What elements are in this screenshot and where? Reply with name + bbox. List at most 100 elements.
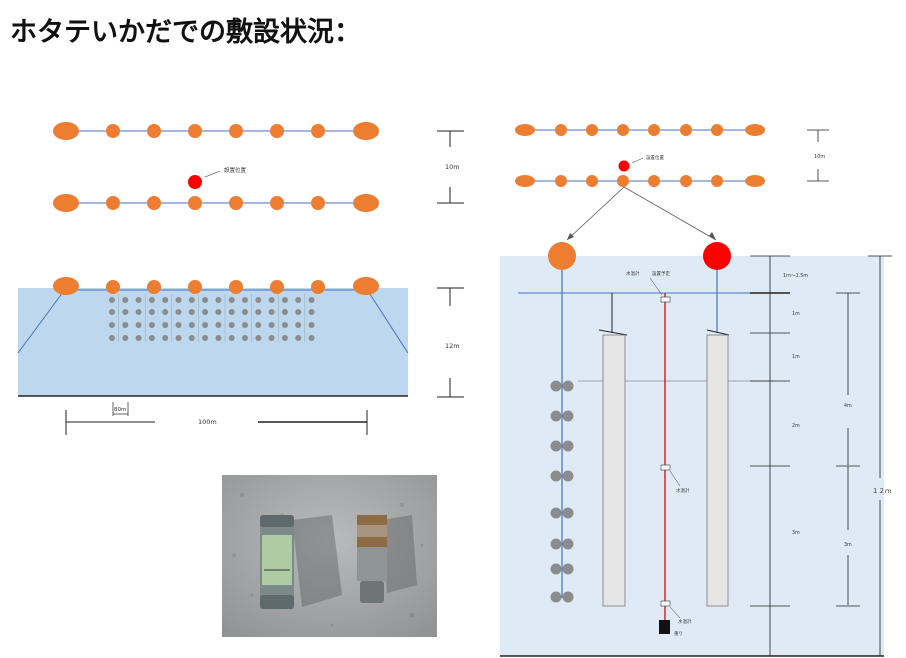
float	[106, 196, 120, 210]
outer-label-1: 3m	[844, 542, 852, 548]
thermometer-bottom	[660, 600, 671, 607]
scallop-cage	[562, 410, 574, 422]
float	[648, 124, 660, 136]
scallop-dot	[268, 297, 275, 303]
scallop-cage	[562, 470, 574, 482]
scallop-dot	[175, 309, 182, 315]
instrument-photo-drawing	[222, 475, 437, 637]
scallop-dot	[109, 309, 115, 315]
scallop-dot	[188, 297, 195, 303]
float	[188, 280, 202, 294]
scallop-dot	[242, 335, 248, 341]
scallop-dot	[295, 322, 302, 328]
scallop-cage	[562, 507, 574, 519]
total-depth-label: １２ｍ	[872, 487, 892, 495]
float	[711, 175, 723, 187]
float	[147, 124, 161, 138]
float	[106, 280, 120, 294]
scallop-dot	[135, 297, 142, 303]
depth-label: 12m	[445, 342, 460, 350]
scallop-dot	[202, 309, 209, 315]
float	[311, 196, 325, 210]
weight-label: 重り	[674, 630, 683, 637]
scallop-dot	[295, 335, 302, 341]
scallop-dot	[242, 322, 248, 328]
scallop-cage	[550, 538, 562, 550]
float	[147, 196, 161, 210]
left-section-view: 12m 100m 80m	[17, 277, 464, 435]
weight	[659, 620, 670, 634]
float	[617, 175, 629, 187]
float	[680, 175, 692, 187]
width-label: 100m	[198, 418, 217, 426]
float	[311, 124, 325, 138]
seg-label-4: 3m	[792, 530, 800, 536]
scallop-cages	[550, 380, 574, 603]
float	[617, 124, 629, 136]
scallop-dot	[148, 322, 155, 328]
outer-label-0: 4m	[844, 403, 852, 409]
pillar-right	[706, 334, 729, 607]
scallop-dot	[175, 297, 182, 303]
float	[270, 280, 284, 294]
seg-label-2: 1m	[792, 354, 800, 360]
scallop-dot	[242, 297, 248, 303]
float-large	[515, 124, 535, 136]
scallop-dot	[281, 297, 288, 303]
scallop-dot	[308, 322, 315, 328]
scallop-dot	[175, 335, 182, 341]
scallop-dot	[281, 309, 288, 315]
scallop-dot	[135, 335, 142, 341]
scallop-cage	[550, 380, 562, 392]
top-label-b: 設置予定	[652, 270, 670, 277]
scallop-dot	[109, 322, 115, 328]
scallop-dot	[268, 322, 275, 328]
right-plan-view: 設置位置 10m	[515, 124, 829, 241]
left-section-floats	[53, 277, 379, 295]
scallop-dot	[281, 335, 288, 341]
scallop-dot	[215, 297, 222, 303]
scallop-dot	[308, 297, 315, 303]
float-large	[353, 194, 379, 212]
water-body-right	[500, 256, 884, 656]
float	[648, 175, 660, 187]
thermometer-top	[660, 296, 671, 303]
pillar-left	[602, 334, 626, 607]
scallop-dot	[255, 335, 262, 341]
scallop-dot	[175, 322, 182, 328]
float	[586, 175, 598, 187]
float	[229, 280, 243, 294]
float	[586, 124, 598, 136]
float-large	[745, 175, 765, 187]
scallop-dot	[308, 309, 315, 315]
scallop-dot	[281, 322, 288, 328]
install-marker	[188, 175, 202, 189]
scallop-dot	[202, 297, 209, 303]
thermometer-mid	[660, 464, 671, 471]
mid-label: 水温計	[676, 487, 690, 494]
float	[555, 175, 567, 187]
scallop-dot	[268, 309, 275, 315]
float	[680, 124, 692, 136]
float	[711, 124, 723, 136]
scallop-dot	[162, 297, 169, 303]
float-red-large	[703, 242, 731, 270]
scallop-dot	[162, 322, 169, 328]
scallop-dot	[162, 309, 169, 315]
scallop-dot	[122, 335, 129, 341]
scallop-cage	[550, 470, 562, 482]
float-large	[53, 277, 79, 295]
float	[147, 280, 161, 294]
float	[311, 280, 325, 294]
scallop-grid	[109, 294, 315, 342]
scallop-dot	[109, 297, 115, 303]
scallop-dot	[255, 309, 262, 315]
anchor-rope-right	[365, 287, 409, 354]
left-spacing-label: 10m	[445, 163, 460, 171]
connector-right	[623, 186, 717, 241]
scallop-dot	[109, 335, 115, 341]
scallop-dot	[242, 309, 248, 315]
scallop-dot	[135, 322, 142, 328]
top-label-a: 水温計	[626, 270, 640, 277]
